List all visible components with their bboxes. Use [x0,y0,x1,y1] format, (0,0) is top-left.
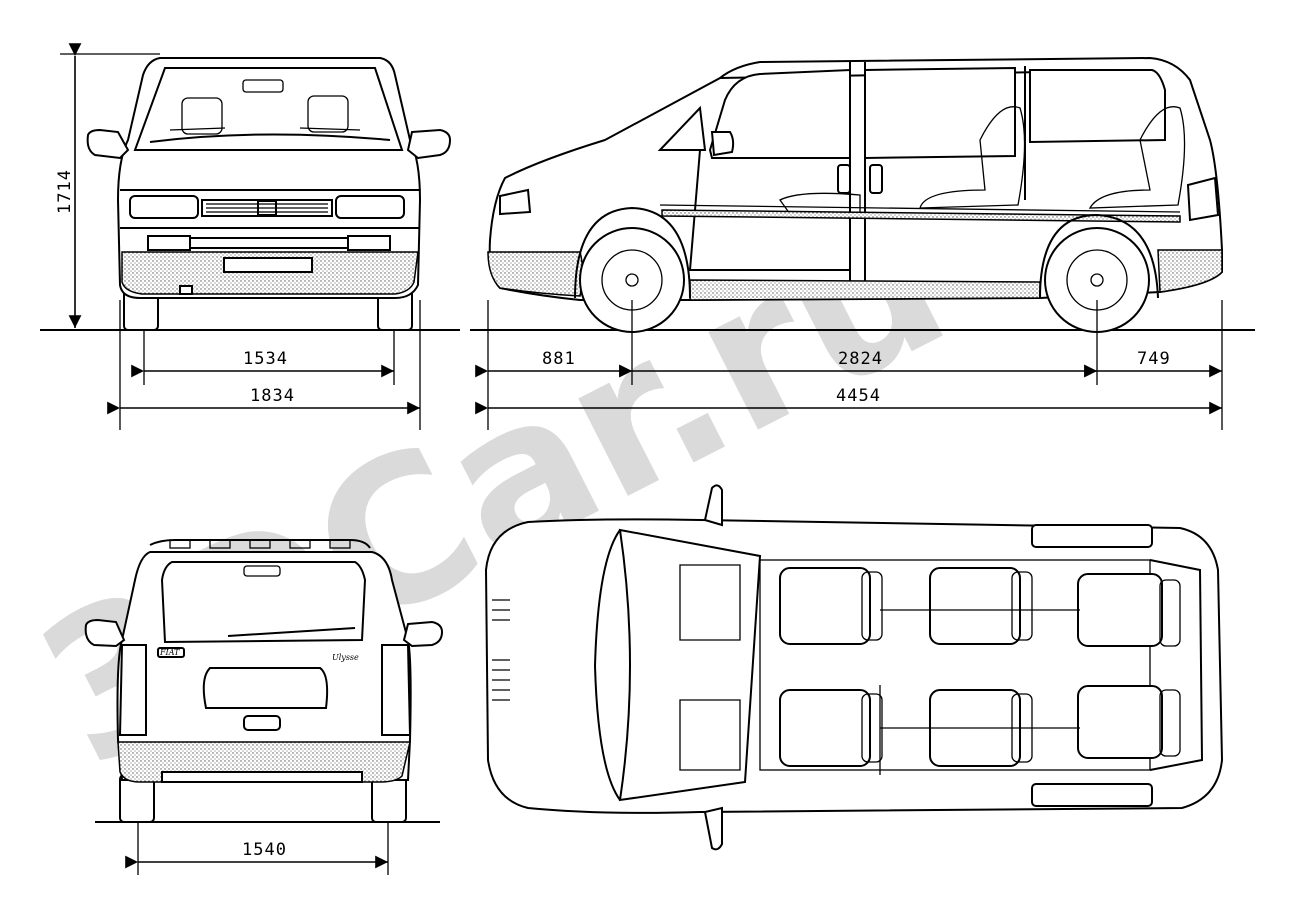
dim-front-overhang: 881 [542,349,576,369]
top-view [484,484,1224,851]
dim-rear-overhang: 749 [1137,349,1171,369]
dim-length: 4454 [836,386,881,406]
dim-width: 1834 [250,386,295,406]
side-view [470,56,1255,333]
rear-view: FIAT Ulysse [84,539,444,823]
rear-badge-brand: FIAT [159,648,180,657]
dimension-lines: 1714 1534 1834 881 2824 749 4454 1540 [55,43,1223,875]
rear-badge-model: Ulysse [332,653,359,662]
dim-wheelbase: 2824 [838,349,883,369]
dim-height: 1714 [55,169,75,214]
front-view [40,57,460,331]
dim-front-track: 1534 [243,349,288,369]
dim-rear-track: 1540 [242,840,287,860]
